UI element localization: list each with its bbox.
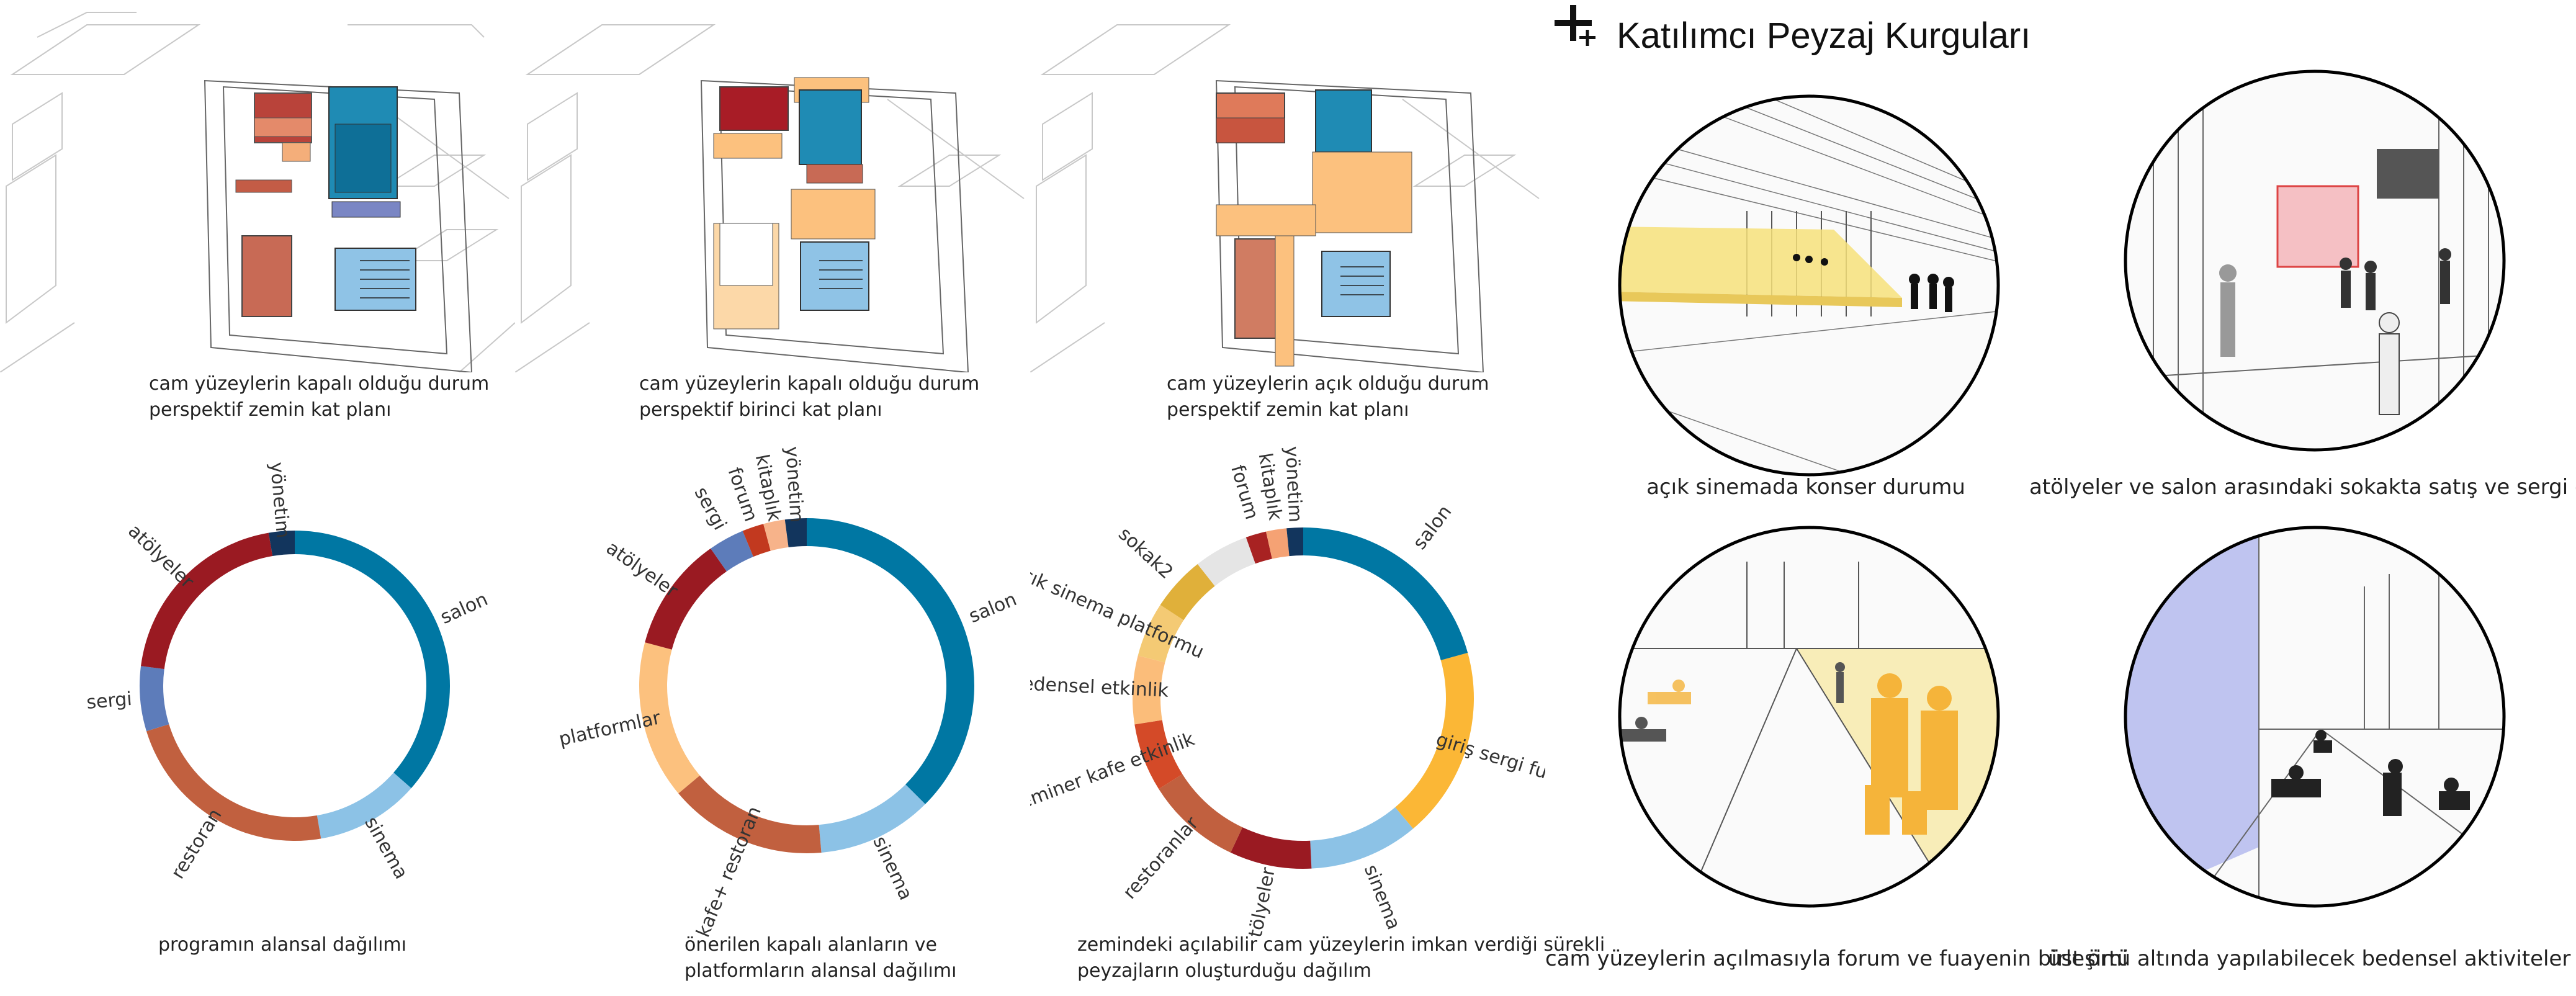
donut-caption-1: programın alansal dağılımı xyxy=(158,932,406,958)
scene-forum-foyer xyxy=(1610,524,2008,909)
scene-open-cinema-concert xyxy=(1610,93,2008,478)
plan-caption-1: cam yüzeylerin kapalı olduğu durum persp… xyxy=(149,371,489,423)
donut-chart-1-svg: salon sinema restoran sergi atölyeler yönetim xyxy=(86,461,491,882)
donut-2-segment-9 xyxy=(784,518,807,547)
donut-3-segment-9 xyxy=(1160,564,1215,621)
scene-caption-3: cam yüzeylerin açılmasıyla forum ve fuay… xyxy=(1545,946,2128,971)
donut-3-segment-11 xyxy=(1245,531,1272,564)
donut-2-segment-5 xyxy=(645,548,727,650)
plan-caption-1-line2: perspektif zemin kat planı xyxy=(149,399,392,421)
donut-2-segment-7 xyxy=(742,524,771,557)
donut-2-label-2: sinema xyxy=(868,833,917,904)
donut-1-segment-6 xyxy=(268,531,295,557)
plus-icon xyxy=(1555,2,1604,55)
donut-caption-3-line1: zemindeki açılabilir cam yüzeylerin imka… xyxy=(1077,934,1605,956)
donut-1-label-6: yönetim xyxy=(266,461,294,539)
plan-caption-2-line1: cam yüzeylerin kapalı olduğu durum xyxy=(639,373,980,395)
donut-3-segment-3 xyxy=(1310,807,1414,869)
page-title: Katılımcı Peyzaj Kurguları xyxy=(1617,16,2031,56)
donut-2-label-6: sergi xyxy=(690,483,731,534)
donut-2-segment-2 xyxy=(819,784,925,853)
donut-1-segment-1 xyxy=(295,531,451,789)
plan-drawing-3 xyxy=(1030,0,1545,374)
donut-3-segment-4 xyxy=(1230,827,1312,869)
scene-physical-activities xyxy=(2116,524,2513,909)
donut-caption-1-line1: programın alansal dağılımı xyxy=(158,934,406,956)
plan-drawing-1 xyxy=(0,0,516,374)
scene-caption-2: atölyeler ve salon arasındaki sokakta sa… xyxy=(2029,475,2576,500)
donut-2-segment-4 xyxy=(639,642,700,794)
donut-caption-3: zemindeki açılabilir cam yüzeylerin imka… xyxy=(1077,932,1605,984)
donut-2-label-9: yönetim xyxy=(781,446,807,523)
donut-2-segment-3 xyxy=(678,775,822,853)
plan-caption-3: cam yüzeylerin açık olduğu durum perspek… xyxy=(1167,371,1489,423)
donut-1-segment-3 xyxy=(146,724,321,841)
donut-2-segment-1 xyxy=(807,518,974,804)
scene-caption-1: açık sinemada konser durumu xyxy=(1646,475,1965,500)
donut-2-segment-6 xyxy=(711,531,753,572)
donut-3-segment-12 xyxy=(1266,528,1290,559)
donut-3-segment-2 xyxy=(1395,653,1474,829)
plan-caption-3-line1: cam yüzeylerin açık olduğu durum xyxy=(1167,373,1489,395)
plan-caption-1-line1: cam yüzeylerin kapalı olduğu durum xyxy=(149,373,490,395)
plan-caption-2-line2: perspektif birinci kat planı xyxy=(639,399,882,421)
donut-2-label-4: platformlar xyxy=(557,707,663,750)
donut-3-label-1: salon xyxy=(1409,501,1456,554)
donut-2-label-1: salon xyxy=(966,588,1020,627)
donut-3-segment-1 xyxy=(1303,527,1468,660)
donut-caption-2-line2: platformların alansal dağılımı xyxy=(684,960,957,982)
donut-1-segment-5 xyxy=(141,532,273,670)
donut-caption-2-line1: önerilen kapalı alanların ve xyxy=(684,934,937,956)
donut-caption-2: önerilen kapalı alanların ve platformlar… xyxy=(684,932,956,984)
donut-1-segment-4 xyxy=(140,666,169,732)
scene-caption-4: üst örtü altında yapılabilecek bedensel … xyxy=(2048,946,2571,971)
donut-1-label-5: atölyeler xyxy=(123,520,198,593)
plan-drawing-2 xyxy=(514,0,1030,374)
donut-1-label-3: restoran xyxy=(167,805,227,882)
donut-3-segment-6 xyxy=(1134,720,1183,789)
donut-3-segment-8 xyxy=(1138,604,1184,663)
donut-caption-3-line2: peyzajların oluşturduğu dağılım xyxy=(1077,960,1371,982)
donut-1-segment-2 xyxy=(316,773,411,839)
donut-3-label-9: sokak2 xyxy=(1114,523,1177,583)
donut-3-label-5: restoranlar xyxy=(1119,812,1203,904)
donut-3-segment-13 xyxy=(1286,527,1303,557)
donut-chart-1: salon sinema restoran sergi atölyeler yönetim xyxy=(0,403,515,937)
donut-3-label-13: yönetim xyxy=(1281,446,1306,523)
scene-street-market xyxy=(2116,68,2513,453)
plan-caption-3-line2: perspektif zemin kat planı xyxy=(1167,399,1409,421)
donut-1-label-1: salon xyxy=(437,588,491,629)
donut-3-segment-5 xyxy=(1159,774,1243,853)
donut-2-label-5: atölyeler xyxy=(602,537,682,603)
donut-2-segment-8 xyxy=(763,519,789,551)
donut-3-segment-10 xyxy=(1197,537,1255,586)
plan-caption-2: cam yüzeylerin kapalı olduğu durum persp… xyxy=(639,371,979,423)
donut-3-label-3: sinema xyxy=(1360,862,1404,933)
donut-1-label-4: sergi xyxy=(86,688,133,714)
donut-3-segment-7 xyxy=(1133,655,1165,725)
donut-3-label-4: atölyeler xyxy=(1242,865,1280,937)
donut-1-label-2: sinema xyxy=(360,813,412,882)
